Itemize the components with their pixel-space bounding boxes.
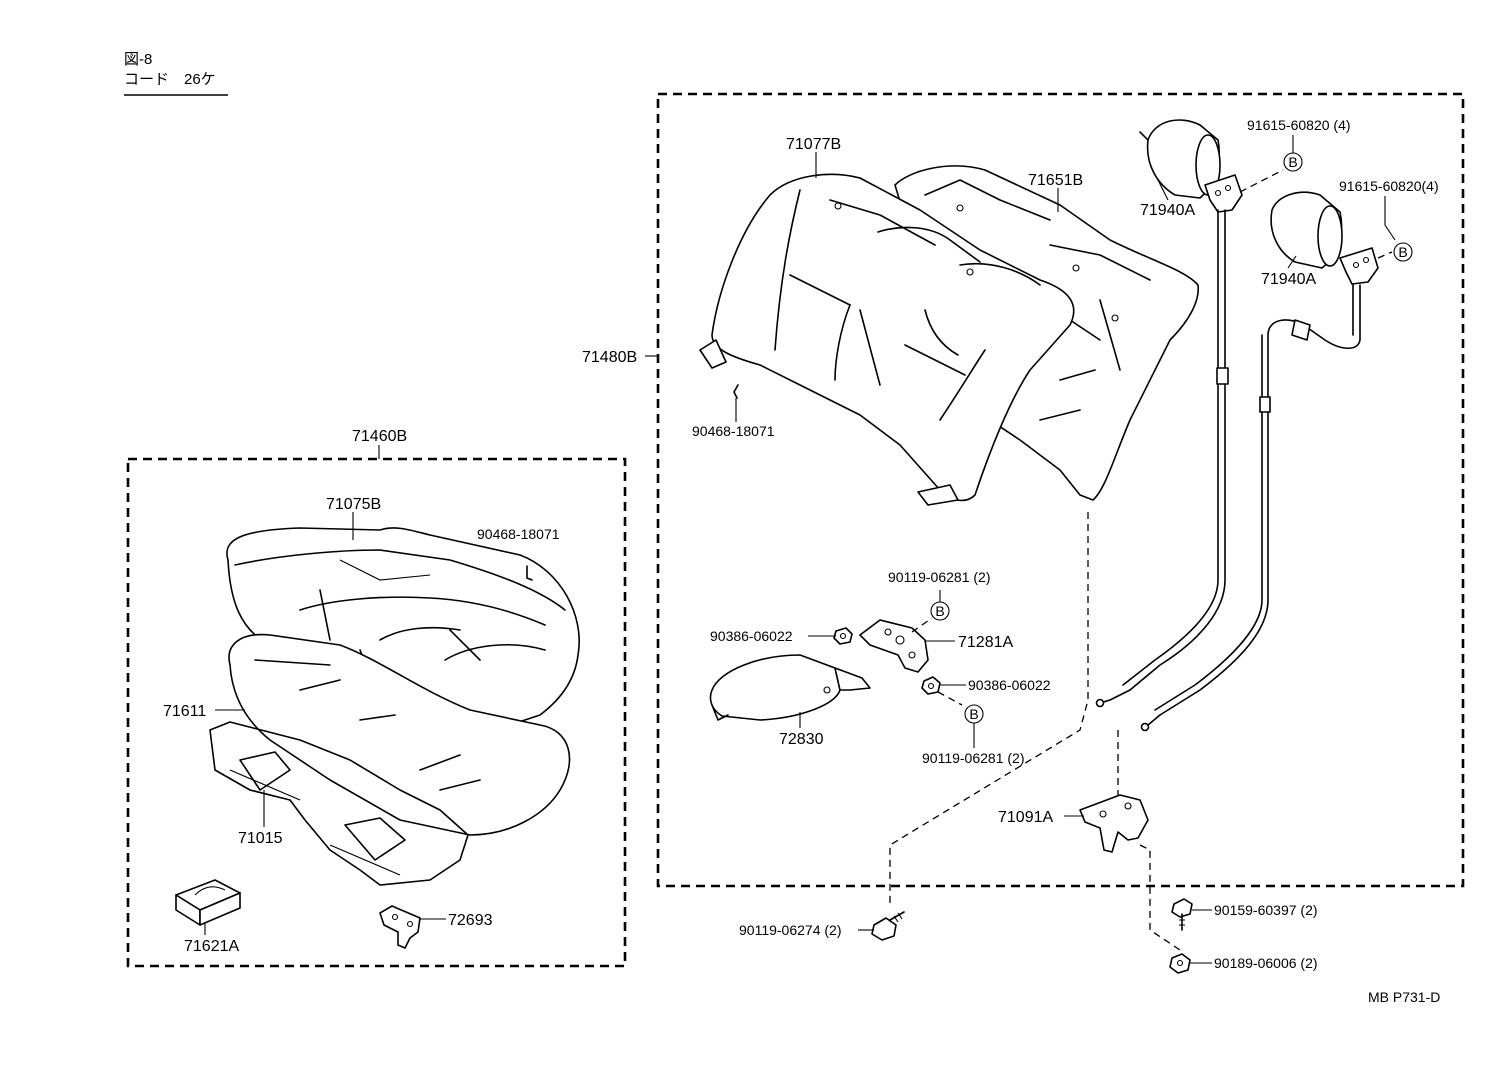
- cable-clip-3: [1259, 396, 1271, 413]
- marker-b-headrest-1: B: [1283, 152, 1303, 172]
- guide-b-1: [1239, 169, 1284, 193]
- label-90386-06022-left: 90386-06022: [710, 628, 793, 644]
- figure-number: 図-8: [124, 51, 152, 68]
- guide-b-3: [911, 617, 933, 633]
- label-72693: 72693: [448, 912, 493, 929]
- label-71940A-upper: 71940A: [1140, 202, 1195, 219]
- label-71077B: 71077B: [786, 136, 841, 153]
- label-71091A: 71091A: [998, 809, 1053, 826]
- label-90119-06274: 90119-06274 (2): [739, 922, 841, 938]
- seatback-lock-striker: [1079, 794, 1149, 853]
- leader-91615-2: [1384, 196, 1396, 241]
- guide-back-to-bolt: [889, 512, 1089, 905]
- armrest: [709, 654, 871, 721]
- label-91615-60820-upper: 91615-60820 (4): [1247, 117, 1351, 133]
- cable-clip-2: [1291, 319, 1311, 341]
- label-90159-60397: 90159-60397 (2): [1214, 902, 1318, 918]
- label-71611: 71611: [163, 703, 206, 720]
- seat-assembly-boundary: [126, 457, 627, 968]
- label-90468-18071-back: 90468-18071: [692, 423, 775, 439]
- svg-text:B: B: [935, 603, 944, 619]
- label-71651B: 71651B: [1028, 172, 1083, 189]
- label-71015: 71015: [238, 830, 283, 847]
- diagram-code: MB P731-D: [1368, 989, 1440, 1005]
- label-90468-18071-seat: 90468-18071: [477, 526, 560, 542]
- seat-pad-71621A: [175, 879, 241, 926]
- label-90189-06006: 90189-06006 (2): [1214, 955, 1318, 971]
- svg-text:B: B: [1288, 154, 1297, 170]
- seatback-cover: [699, 173, 1075, 506]
- guide-b-4: [937, 691, 963, 706]
- leader-71940A-2: [1287, 255, 1297, 269]
- bolt-90119-06274: [871, 911, 905, 941]
- marker-b-bracket-bottom: B: [964, 704, 984, 724]
- release-cable-1: [1129, 209, 1226, 691]
- cable-knob-2: [1140, 722, 1150, 732]
- nut-90386-right: [921, 676, 941, 695]
- label-90386-06022-right: 90386-06022: [968, 677, 1051, 693]
- marker-b-headrest-2: B: [1393, 242, 1413, 262]
- clip-90468-back: [733, 384, 739, 399]
- armrest-bracket: [859, 619, 929, 673]
- code-count: コード 26ケ: [124, 71, 216, 88]
- svg-text:B: B: [1398, 244, 1407, 260]
- label-72830: 72830: [779, 731, 824, 748]
- label-71621A: 71621A: [184, 938, 239, 955]
- svg-text:B: B: [969, 706, 978, 722]
- guide-striker-bolts: [1139, 844, 1181, 951]
- label-71480B: 71480B: [582, 349, 637, 366]
- headrest-upper: [1139, 119, 1243, 213]
- release-cable-2: [1159, 284, 1361, 716]
- nut-90189-06006: [1169, 953, 1191, 974]
- cable-knob-1: [1095, 698, 1105, 708]
- label-91615-60820-lower: 91615-60820(4): [1339, 178, 1439, 194]
- label-90119-06281-top: 90119-06281 (2): [888, 569, 990, 585]
- clip-90468-seat: [526, 565, 533, 581]
- nut-90386-left: [833, 627, 853, 645]
- cable-clip-1: [1216, 367, 1229, 385]
- leader-71940A-1: [1157, 179, 1169, 201]
- release-cable-1b: [1122, 209, 1219, 686]
- cable-end-2: [1147, 714, 1161, 726]
- label-71460B: 71460B: [352, 428, 407, 445]
- cable-end-1: [1099, 689, 1131, 704]
- seat-frame: [209, 721, 469, 886]
- seat-cushion-pad: [228, 633, 571, 836]
- label-90119-06281-bottom: 90119-06281 (2): [922, 750, 1024, 766]
- label-71281A: 71281A: [958, 634, 1013, 651]
- guide-b-2: [1377, 251, 1393, 259]
- headrest-lower: [1270, 191, 1379, 285]
- bolt-90159-60397: [1171, 898, 1193, 931]
- release-cable-2b: [1154, 284, 1354, 711]
- bracket-72693: [379, 905, 421, 949]
- marker-b-bracket-top: B: [930, 601, 950, 621]
- label-71075B: 71075B: [326, 496, 381, 513]
- label-71940A-lower: 71940A: [1261, 271, 1316, 288]
- seatback-assembly-boundary: [656, 92, 1465, 888]
